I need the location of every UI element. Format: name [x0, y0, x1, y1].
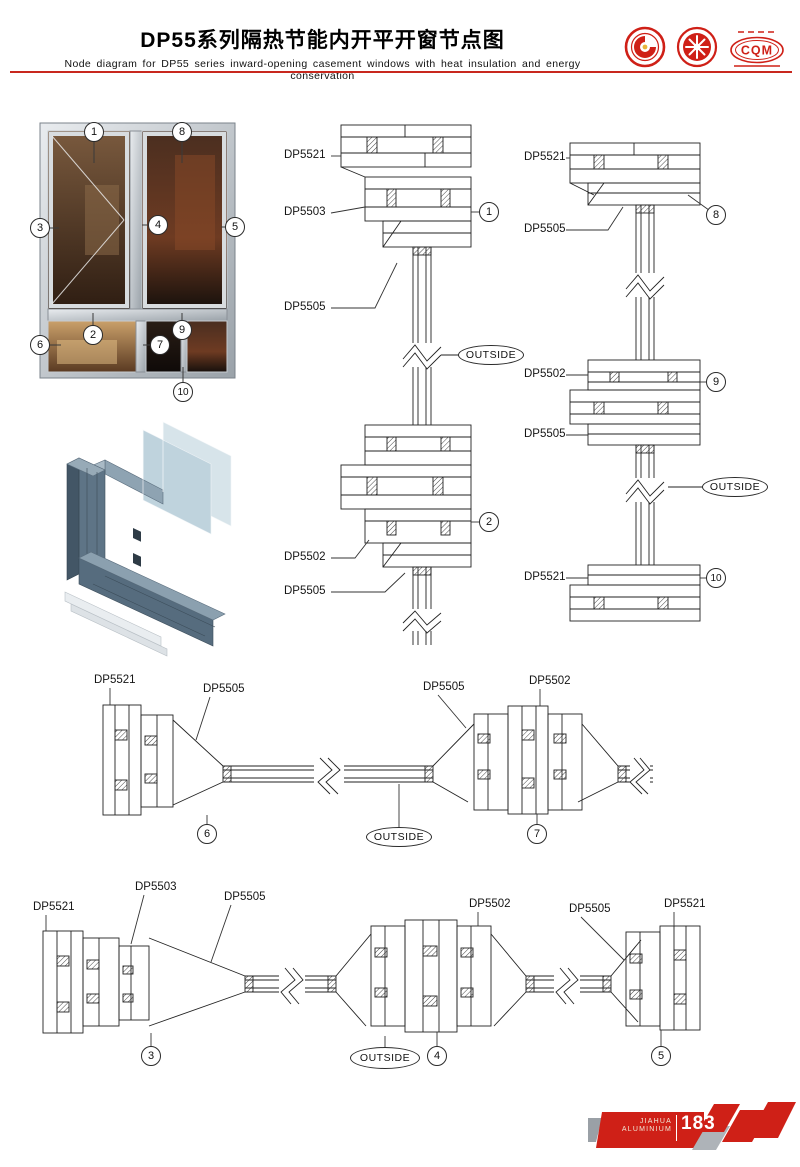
outside-label: OUTSIDE [702, 477, 768, 497]
profile-label: DP5505 [224, 891, 266, 903]
vertical-section-1-drawing [330, 124, 480, 645]
profile-label: DP5521 [94, 674, 136, 686]
quality-seal-logo-icon [676, 26, 718, 68]
footer-logo-icon [698, 1104, 740, 1132]
profile-label: DP5521 [33, 901, 75, 913]
profile-label: DP5521 [524, 571, 566, 583]
elevation-callout-3: 3 [30, 218, 50, 238]
page-subtitle: Node diagram for DP55 series inward-open… [64, 58, 581, 82]
outside-label: OUTSIDE [458, 345, 524, 365]
node-callout-6: 6 [197, 824, 217, 844]
node-callout-7: 7 [527, 824, 547, 844]
profile-label: DP5505 [284, 585, 326, 597]
profile-label: DP5505 [524, 428, 566, 440]
elevation-callout-9: 9 [172, 320, 192, 340]
profile-label: DP5505 [524, 223, 566, 235]
outside-label: OUTSIDE [366, 827, 432, 847]
profile-label: DP5521 [524, 151, 566, 163]
footer-banner [588, 1102, 796, 1150]
outside-label: OUTSIDE [350, 1047, 420, 1069]
horizontal-section-1-drawing [102, 688, 653, 827]
profile-label: DP5505 [284, 301, 326, 313]
node-callout-9: 9 [706, 372, 726, 392]
node-callout-3: 3 [141, 1046, 161, 1066]
footer-brand-top: JIAHUA [639, 1118, 672, 1125]
profile-label: DP5502 [529, 675, 571, 687]
horizontal-section-2-drawing [42, 894, 701, 1048]
profile-label: DP5505 [423, 681, 465, 693]
cqm-logo-icon: CQM [730, 31, 784, 67]
profile-label: DP5521 [284, 149, 326, 161]
footer-divider [676, 1115, 677, 1141]
page-number: 183 [681, 1113, 716, 1134]
profile-label: DP5521 [664, 898, 706, 910]
elevation-callout-5: 5 [225, 217, 245, 237]
elevation-callout-8: 8 [172, 122, 192, 142]
page-title: DP55系列隔热节能内开平开窗节点图 [140, 29, 505, 52]
cqm-logo-text: CQM [741, 44, 773, 58]
elevation-callout-6: 6 [30, 335, 50, 355]
node-callout-2: 2 [479, 512, 499, 532]
footer-brand: JIAHUA ALUMINIUM [600, 1118, 672, 1134]
profile-label: DP5503 [284, 206, 326, 218]
footer-brand-bottom: ALUMINIUM [621, 1126, 672, 1133]
node-callout-1: 1 [479, 202, 499, 222]
profile-label: DP5502 [524, 368, 566, 380]
node-callout-4: 4 [427, 1046, 447, 1066]
elevation-callout-7: 7 [150, 335, 170, 355]
elevation-callout-10: 10 [173, 382, 193, 402]
profile-label: DP5502 [284, 551, 326, 563]
elevation-callout-2: 2 [83, 325, 103, 345]
profile-label: DP5503 [135, 881, 177, 893]
elevation-callout-1: 1 [84, 122, 104, 142]
elevation-callout-4: 4 [148, 215, 168, 235]
header-rule [10, 71, 792, 73]
window-elevation-drawing [39, 122, 236, 392]
aluminium-association-logo-icon [624, 26, 666, 68]
node-callout-5: 5 [651, 1046, 671, 1066]
profile-3d-render [64, 421, 232, 657]
profile-label: DP5502 [469, 898, 511, 910]
page-header: DP55系列隔热节能内开平开窗节点图 Node diagram for DP55… [30, 24, 615, 82]
certification-logos: CQM [624, 26, 786, 68]
profile-label: DP5505 [569, 903, 611, 915]
node-callout-8: 8 [706, 205, 726, 225]
node-callout-10: 10 [706, 568, 726, 588]
profile-label: DP5505 [203, 683, 245, 695]
